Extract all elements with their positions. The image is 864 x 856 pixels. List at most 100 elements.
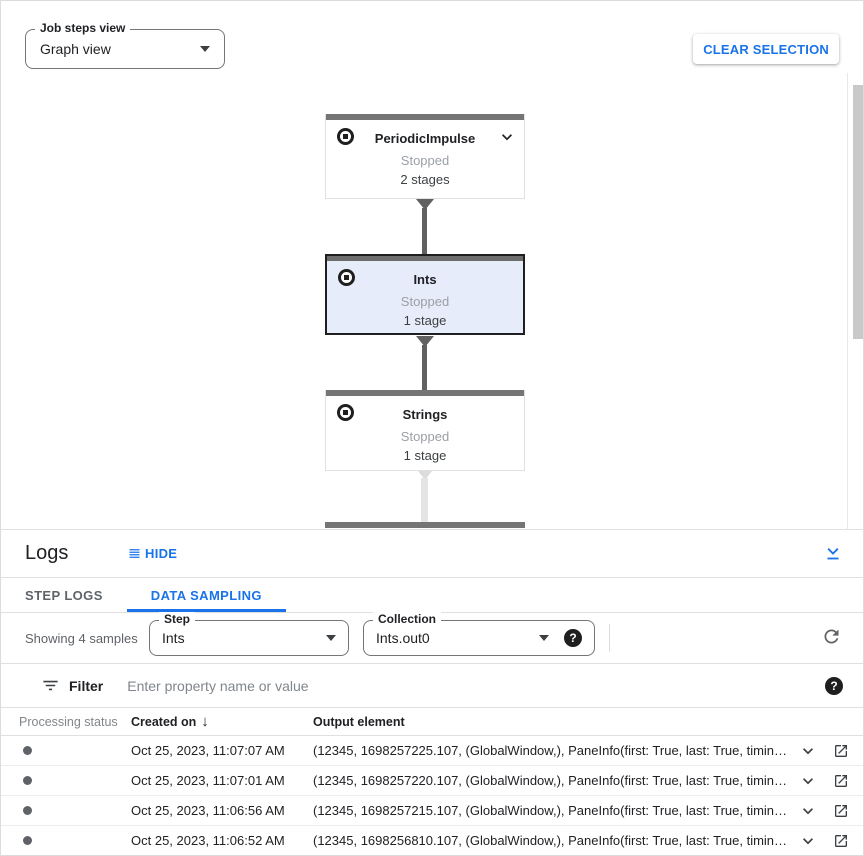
filter-label: Filter <box>69 677 104 694</box>
clear-selection-button[interactable]: CLEAR SELECTION <box>693 34 839 64</box>
row-actions <box>798 741 851 761</box>
job-graph-area: Job steps view Graph view CLEAR SELECTIO… <box>1 1 863 530</box>
table-row: Oct 25, 2023, 11:07:01 AM (12345, 169825… <box>1 766 863 796</box>
node-title: PeriodicImpulse <box>374 130 476 146</box>
chevron-down-icon <box>200 46 210 52</box>
stopped-status-icon <box>337 128 354 145</box>
step-select-label: Step <box>159 612 196 626</box>
edge-stem <box>421 478 428 522</box>
graph-node-ints[interactable]: Ints Stopped 1 stage <box>325 254 525 335</box>
filter-bar: Filter ? <box>1 664 863 708</box>
collection-select[interactable]: Collection Ints.out0 ? <box>363 612 595 656</box>
expand-row-icon[interactable] <box>798 771 818 791</box>
refresh-icon[interactable] <box>819 626 843 650</box>
output-element-cell: (12345, 1698257225.107, (GlobalWindow,),… <box>313 743 788 758</box>
processing-status-cell <box>1 836 131 845</box>
node-top-bar <box>326 390 524 396</box>
status-dot-icon <box>23 836 32 845</box>
collapse-panel-icon[interactable] <box>821 542 845 566</box>
vertical-scrollbar-thumb[interactable] <box>853 85 863 339</box>
chevron-down-icon <box>326 635 336 641</box>
stopped-status-icon <box>338 269 355 286</box>
node-status: Stopped <box>400 294 450 309</box>
processing-status-cell <box>1 776 131 785</box>
open-in-new-icon[interactable] <box>831 831 851 851</box>
status-dot-icon <box>23 746 32 755</box>
filter-icon <box>43 680 58 691</box>
edge-stem <box>422 208 427 254</box>
created-on-cell: Oct 25, 2023, 11:07:07 AM <box>131 743 285 758</box>
node-stages: 2 stages <box>400 172 450 187</box>
status-dot-icon <box>23 776 32 785</box>
open-in-new-icon[interactable] <box>831 801 851 821</box>
collection-select-label: Collection <box>373 612 442 626</box>
edge-arrow-icon <box>418 471 432 480</box>
created-on-cell: Oct 25, 2023, 11:06:56 AM <box>131 803 285 818</box>
node-title: Strings <box>402 406 448 422</box>
created-on-cell: Oct 25, 2023, 11:07:01 AM <box>131 773 285 788</box>
row-actions <box>798 771 851 791</box>
step-select[interactable]: Step Ints <box>149 612 349 656</box>
help-icon[interactable]: ? <box>825 676 843 695</box>
hide-logs-button[interactable]: HIDE <box>127 546 177 561</box>
expand-row-icon[interactable] <box>798 801 818 821</box>
collection-select-value: Ints.out0 <box>376 630 430 646</box>
node-top-bar <box>326 114 524 120</box>
hide-logs-label: HIDE <box>145 546 178 561</box>
sort-descending-icon: ↓ <box>201 713 209 730</box>
job-steps-view-select[interactable]: Job steps view Graph view <box>25 21 225 69</box>
table-row: Oct 25, 2023, 11:07:07 AM (12345, 169825… <box>1 736 863 766</box>
node-title-row: PeriodicImpulse <box>326 124 524 152</box>
graph-node-periodicimpulse[interactable]: PeriodicImpulse Stopped 2 stages <box>325 114 525 199</box>
open-in-new-icon[interactable] <box>831 771 851 791</box>
output-element-cell: (12345, 1698257215.107, (GlobalWindow,),… <box>313 803 788 818</box>
logs-tabs: STEP LOGS DATA SAMPLING <box>1 578 863 613</box>
samples-count-label: Showing 4 samples <box>25 630 138 646</box>
processing-status-cell <box>1 746 131 755</box>
node-title: Ints <box>413 271 437 287</box>
output-element-cell: (12345, 1698257220.107, (GlobalWindow,),… <box>313 773 788 788</box>
table-header-row: Processing status Created on ↓ Output el… <box>1 708 863 736</box>
node-stages: 1 stage <box>403 448 447 463</box>
processing-status-cell <box>1 806 131 815</box>
graph-node-strings[interactable]: Strings Stopped 1 stage <box>325 390 525 471</box>
filter-input[interactable] <box>127 677 825 694</box>
created-on-cell: Oct 25, 2023, 11:06:52 AM <box>131 833 285 848</box>
tab-step-logs[interactable]: STEP LOGS <box>25 587 103 603</box>
column-header-output-element: Output element <box>313 714 405 729</box>
node-status: Stopped <box>400 153 450 168</box>
node-title-row: Ints <box>327 265 523 293</box>
edge-arrow-icon <box>416 199 434 210</box>
row-actions <box>798 831 851 851</box>
logs-panel-header: Logs HIDE <box>1 530 863 578</box>
edge-arrow-icon <box>416 336 434 347</box>
help-icon[interactable]: ? <box>564 629 582 647</box>
expand-row-icon[interactable] <box>798 831 818 851</box>
stopped-status-icon <box>337 404 354 421</box>
step-select-value: Ints <box>162 630 185 646</box>
expand-node-chevron-icon[interactable] <box>497 127 517 147</box>
logs-panel: Logs HIDE STEP LOGS DATA SAMPLING Showin… <box>1 530 863 855</box>
expand-row-icon[interactable] <box>798 741 818 761</box>
tab-data-sampling[interactable]: DATA SAMPLING <box>127 578 286 612</box>
lines-icon <box>129 549 140 558</box>
sampling-controls: Showing 4 samples Step Ints Collection I… <box>1 612 863 664</box>
chevron-down-icon <box>539 635 549 641</box>
table-row: Oct 25, 2023, 11:06:52 AM (12345, 169825… <box>1 826 863 855</box>
job-steps-view-value: Graph view <box>40 41 111 57</box>
node-stages: 1 stage <box>403 313 447 328</box>
column-header-created-on[interactable]: Created on ↓ <box>131 713 209 730</box>
open-in-new-icon[interactable] <box>831 741 851 761</box>
divider <box>609 624 610 652</box>
vertical-scrollbar-track <box>847 73 848 530</box>
output-element-cell: (12345, 1698256810.107, (GlobalWindow,),… <box>313 833 788 848</box>
edge-stem <box>422 345 427 390</box>
node-status: Stopped <box>400 429 450 444</box>
row-actions <box>798 801 851 821</box>
column-header-processing-status: Processing status <box>19 714 118 729</box>
job-steps-view-label: Job steps view <box>35 21 131 35</box>
node-top-bar <box>327 256 523 261</box>
table-row: Oct 25, 2023, 11:06:56 AM (12345, 169825… <box>1 796 863 826</box>
node-title-row: Strings <box>326 400 524 428</box>
